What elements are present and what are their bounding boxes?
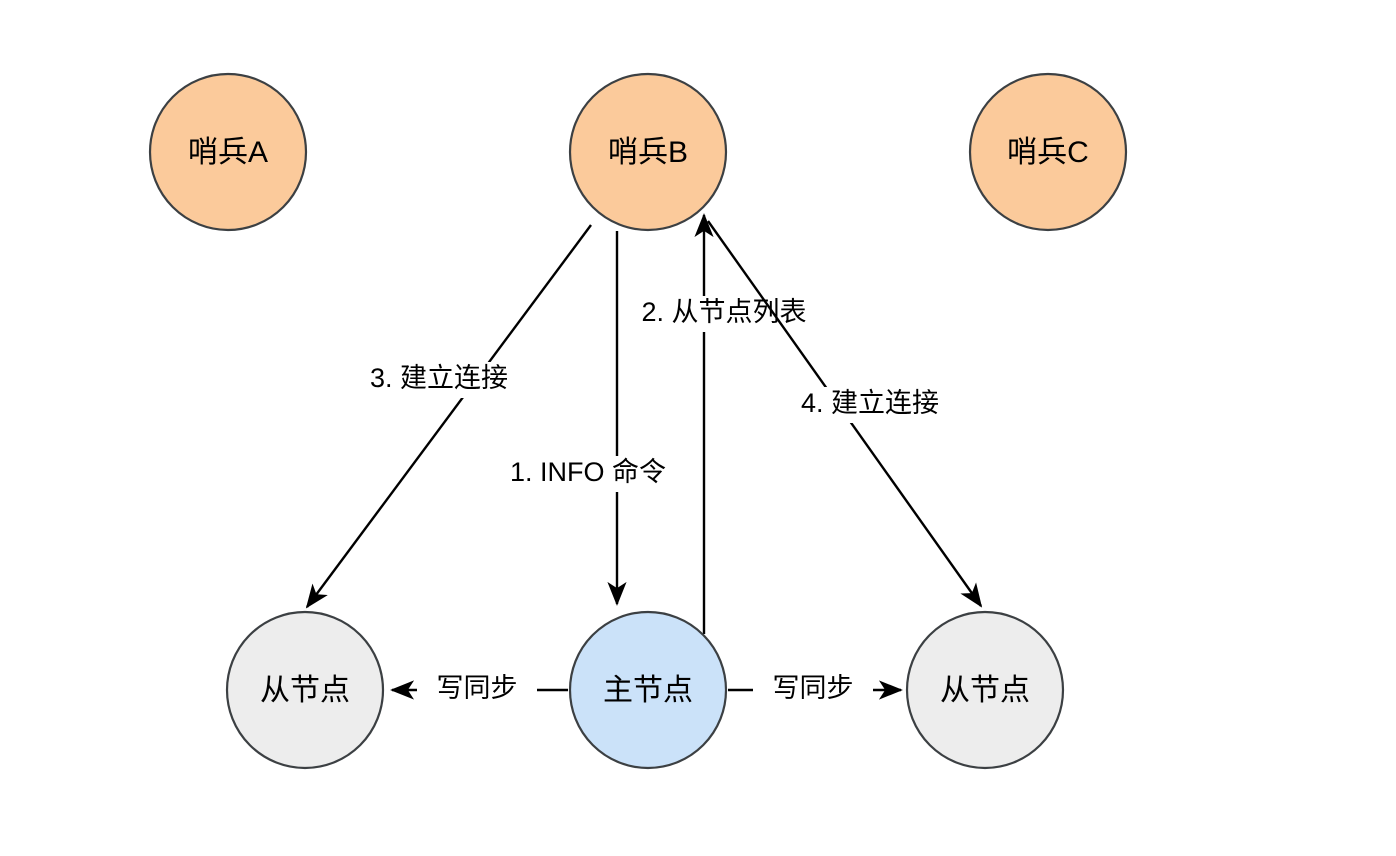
node-slave-left[interactable]: 从节点 bbox=[225, 610, 385, 770]
node-slave-right[interactable]: 从节点 bbox=[905, 610, 1065, 770]
edge-write-sync-left-label-bg bbox=[417, 672, 537, 708]
edge-connect-left-line bbox=[305, 224, 592, 609]
edge-connect-left-label-bg bbox=[345, 362, 535, 398]
edge-slave-list-label: 2. 从节点列表 bbox=[641, 297, 806, 327]
node-sentinel-b[interactable]: 哨兵B bbox=[568, 72, 728, 232]
edge-write-sync-right: 写同步 bbox=[728, 672, 903, 708]
edge-connect-right-label-bg bbox=[777, 387, 967, 423]
edge-connect-right: 4. 建立连接 bbox=[707, 220, 983, 608]
edge-slave-list: 2. 从节点列表 bbox=[620, 213, 828, 634]
node-sentinel-b-circle[interactable] bbox=[568, 72, 728, 232]
node-slave-right-label: 从节点 bbox=[940, 674, 1030, 707]
node-slave-left-label: 从节点 bbox=[260, 674, 350, 707]
node-sentinel-c-circle[interactable] bbox=[968, 72, 1128, 232]
node-slave-right-circle[interactable] bbox=[905, 610, 1065, 770]
edge-write-sync-right-label-bg bbox=[753, 672, 873, 708]
edge-connect-left-label: 3. 建立连接 bbox=[370, 363, 508, 393]
node-sentinel-a[interactable]: 哨兵A bbox=[148, 72, 308, 232]
edge-write-sync-left-label: 写同步 bbox=[437, 673, 518, 703]
edge-info-command-label-bg bbox=[489, 456, 687, 492]
edge-info-command: 1. INFO 命令 bbox=[489, 231, 687, 606]
edge-info-command-label: 1. INFO 命令 bbox=[510, 457, 666, 487]
node-sentinel-b-label: 哨兵B bbox=[608, 136, 688, 169]
node-sentinel-c[interactable]: 哨兵C bbox=[968, 72, 1128, 232]
node-slave-left-circle[interactable] bbox=[225, 610, 385, 770]
edge-slave-list-label-bg bbox=[620, 296, 828, 332]
node-master-label: 主节点 bbox=[603, 674, 693, 707]
edge-connect-right-label: 4. 建立连接 bbox=[801, 388, 939, 418]
node-sentinel-c-label: 哨兵C bbox=[1007, 136, 1089, 169]
edge-write-sync-right-label: 写同步 bbox=[773, 673, 854, 703]
edge-connect-left: 3. 建立连接 bbox=[305, 224, 592, 609]
node-master[interactable]: 主节点 bbox=[568, 610, 728, 770]
node-master-circle[interactable] bbox=[568, 610, 728, 770]
node-sentinel-a-circle[interactable] bbox=[148, 72, 308, 232]
edge-write-sync-left: 写同步 bbox=[390, 672, 568, 708]
node-sentinel-a-label: 哨兵A bbox=[188, 136, 268, 169]
